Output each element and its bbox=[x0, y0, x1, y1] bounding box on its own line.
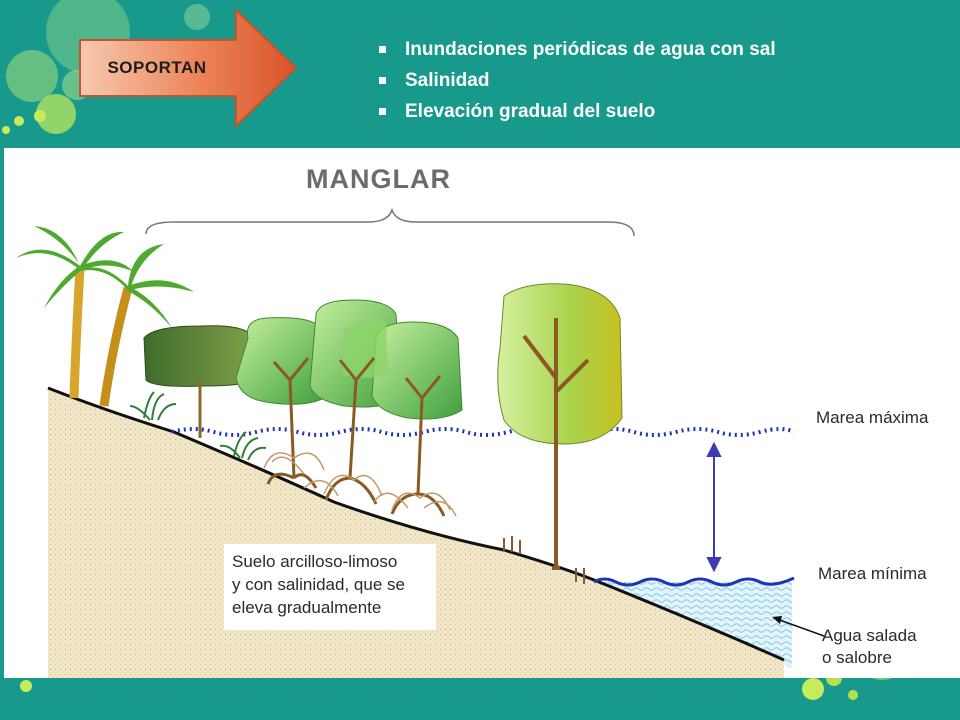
soil-label-line2: y con salinidad, que se bbox=[232, 575, 405, 594]
bullet-item: Elevación gradual del suelo bbox=[372, 96, 776, 127]
manglar-brace bbox=[145, 207, 635, 237]
water-pointer bbox=[773, 617, 825, 637]
water-label-line2: o salobre bbox=[822, 648, 892, 667]
arrow-badge-icon bbox=[79, 8, 298, 128]
bullet-text: Inundaciones periódicas de agua con sal bbox=[405, 38, 776, 60]
mangrove-tree-icon bbox=[235, 299, 463, 420]
soil-label-line1: Suelo arcilloso-limoso bbox=[232, 552, 398, 571]
high-tide-label: Marea máxima bbox=[816, 408, 929, 427]
prop-roots bbox=[263, 452, 457, 517]
bullet-square-icon bbox=[379, 77, 386, 84]
bullet-list: Inundaciones periódicas de agua con sal … bbox=[372, 34, 776, 127]
ground-line bbox=[47, 386, 785, 662]
high-tide-line bbox=[171, 427, 795, 437]
bullet-item: Inundaciones periódicas de agua con sal bbox=[372, 34, 776, 65]
decor-bubble bbox=[802, 678, 824, 700]
bullet-item: Salinidad bbox=[372, 65, 776, 96]
pneumatophores bbox=[503, 536, 585, 584]
water-label-line1: Agua salada bbox=[822, 626, 917, 645]
grass-icon bbox=[129, 391, 267, 461]
decor-bubble bbox=[6, 50, 58, 102]
palm-tree-icon bbox=[16, 226, 194, 407]
tall-tree-trunk bbox=[522, 318, 590, 570]
decor-bubble bbox=[2, 126, 10, 134]
bullet-square-icon bbox=[379, 108, 386, 115]
soil-label-box: Suelo arcilloso-limoso y con salinidad, … bbox=[224, 544, 436, 630]
tall-tree-crown bbox=[497, 283, 623, 445]
low-tide-line bbox=[593, 576, 795, 587]
soil-label-line3: eleva gradualmente bbox=[232, 598, 382, 617]
badge-label: SOPORTAN bbox=[107, 58, 207, 77]
decor-bubble bbox=[184, 4, 210, 30]
decor-bubble bbox=[20, 680, 32, 692]
bullet-text: Elevación gradual del suelo bbox=[405, 100, 656, 122]
decor-bubble bbox=[14, 116, 24, 126]
tide-range-arrow-icon bbox=[706, 441, 722, 573]
decor-bubble bbox=[848, 690, 858, 700]
soil bbox=[48, 388, 784, 678]
low-tide-label: Marea mínima bbox=[818, 564, 927, 583]
bullet-square-icon bbox=[379, 46, 386, 53]
mangrove-roots bbox=[266, 357, 446, 517]
bullet-text: Salinidad bbox=[405, 69, 490, 91]
mangrove-diagram: MANGLAR Marea máxima Marea mínima Agua s… bbox=[4, 148, 960, 678]
decor-bubble bbox=[34, 110, 46, 122]
diagram-title: MANGLAR bbox=[306, 164, 451, 194]
